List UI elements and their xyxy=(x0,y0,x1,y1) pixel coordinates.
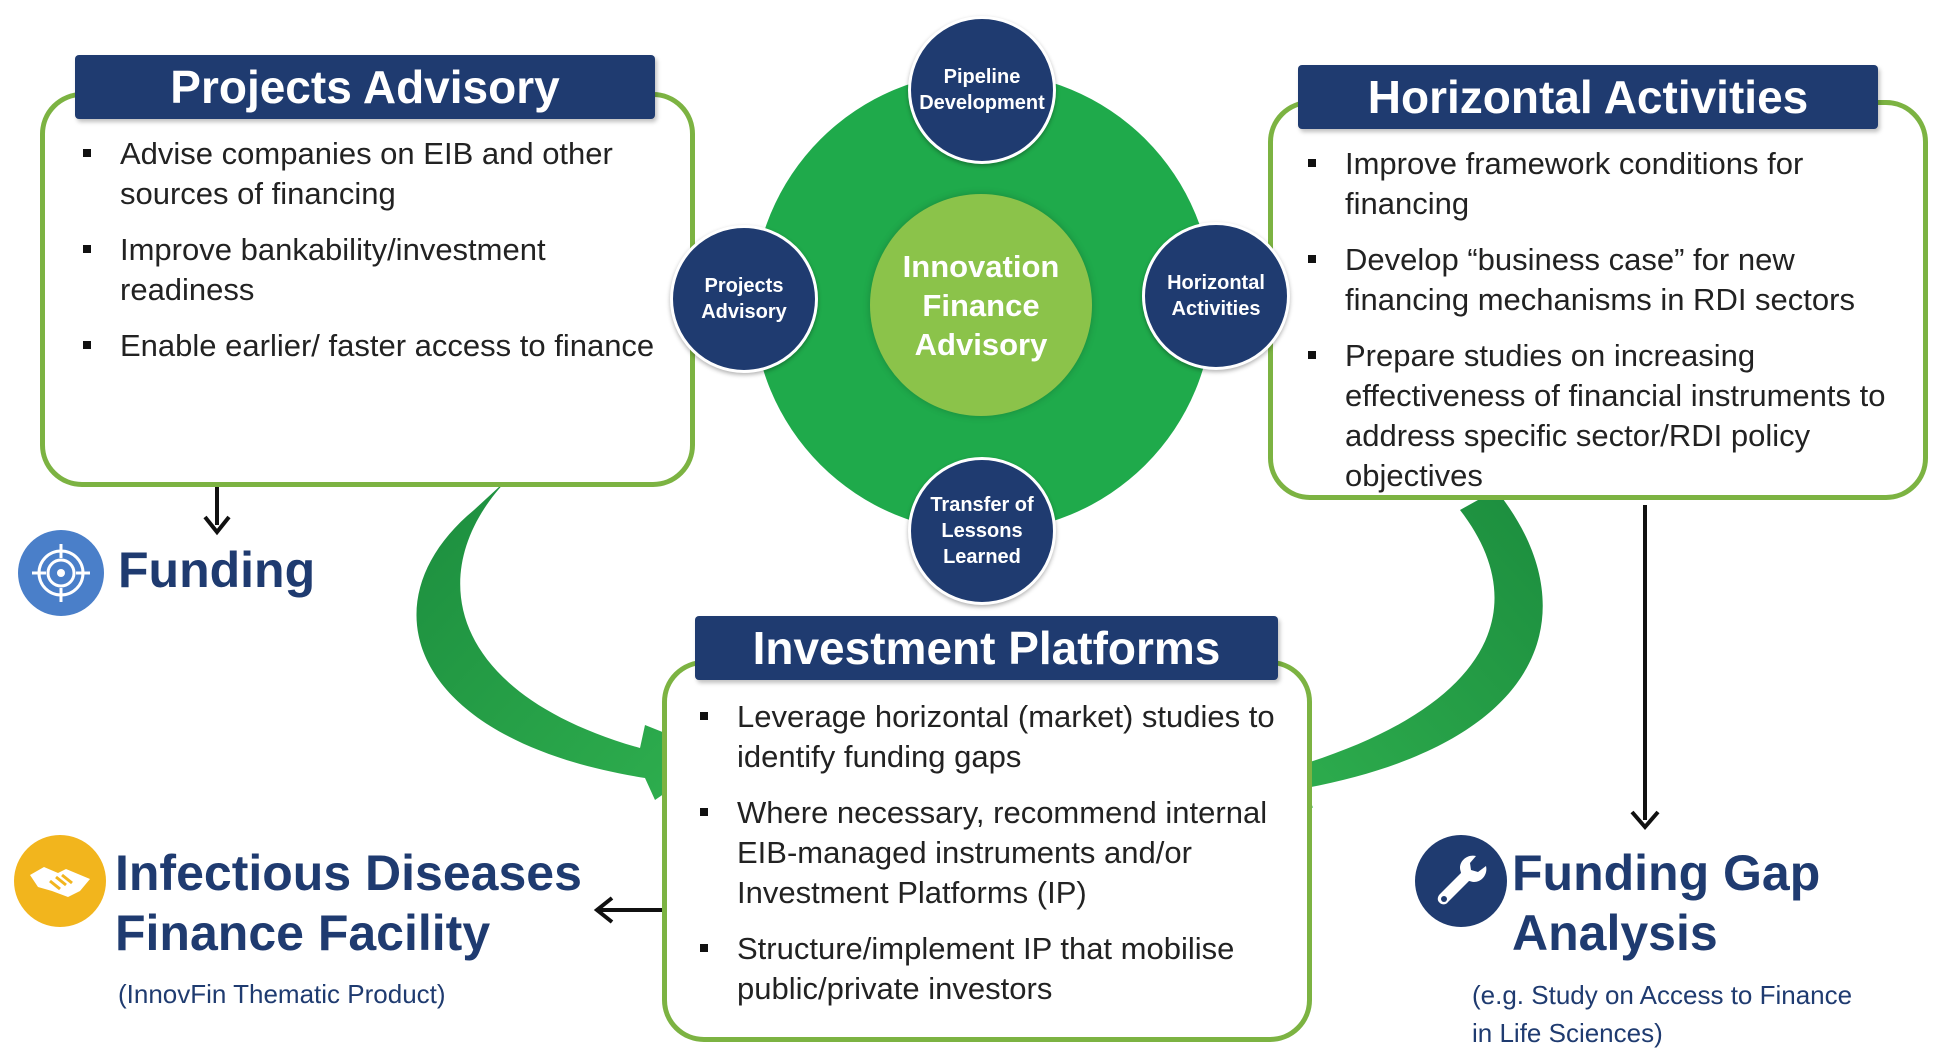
hub-node-projects-advisory: Projects Advisory xyxy=(670,225,818,373)
horizontal-activities-title: Horizontal Activities xyxy=(1298,65,1878,129)
list-item: Improve framework conditions for financi… xyxy=(1305,144,1905,224)
gap-label: Funding Gap Analysis xyxy=(1512,843,1820,963)
list-item: Leverage horizontal (market) studies to … xyxy=(697,697,1287,777)
curved-arrow-left xyxy=(416,475,720,800)
hub-node-lessons-learned: Transfer of Lessons Learned xyxy=(908,457,1056,605)
funding-label: Funding xyxy=(118,542,316,598)
horizontal-activities-panel xyxy=(1268,100,1928,500)
horizontal-activities-list: Improve framework conditions for financi… xyxy=(1305,144,1905,512)
list-item: Prepare studies on increasing effectiven… xyxy=(1305,336,1905,496)
investment-platforms-title: Investment Platforms xyxy=(695,616,1278,680)
idff-label: Infectious Diseases Finance Facility xyxy=(115,843,582,963)
idff-sublabel: (InnovFin Thematic Product) xyxy=(118,979,446,1009)
hub-node-horizontal-activities: Horizontal Activities xyxy=(1142,222,1290,370)
hub-center-label: Innovation Finance Advisory xyxy=(870,194,1092,416)
gap-sublabel: (e.g. Study on Access to Finance in Life… xyxy=(1472,976,1852,1052)
list-item: Enable earlier/ faster access to finance xyxy=(80,326,670,366)
idff-label-line2: Finance Facility xyxy=(115,905,491,961)
gap-label-line2: Analysis xyxy=(1512,905,1718,961)
investment-platforms-list: Leverage horizontal (market) studies to … xyxy=(697,697,1287,1025)
gap-sublabel-line1: (e.g. Study on Access to Finance xyxy=(1472,980,1853,1010)
projects-advisory-title: Projects Advisory xyxy=(75,55,655,119)
list-item: Develop “business case” for new financin… xyxy=(1305,240,1905,320)
list-item: Where necessary, recommend internal EIB-… xyxy=(697,793,1287,913)
list-item: Improve bankability/investment readiness xyxy=(80,230,670,310)
gap-sublabel-line2: in Life Sciences) xyxy=(1472,1018,1663,1048)
investment-platforms-panel xyxy=(662,660,1312,1042)
list-item: Structure/implement IP that mobilise pub… xyxy=(697,929,1287,1009)
hub-node-pipeline-development: Pipeline Development xyxy=(908,16,1056,164)
projects-advisory-list: Advise companies on EIB and other source… xyxy=(80,134,670,382)
wrench-icon xyxy=(1415,835,1507,927)
idff-label-line1: Infectious Diseases xyxy=(115,845,582,901)
target-icon xyxy=(18,530,104,616)
handshake-icon xyxy=(14,835,106,927)
gap-label-line1: Funding Gap xyxy=(1512,845,1821,901)
list-item: Advise companies on EIB and other source… xyxy=(80,134,670,214)
